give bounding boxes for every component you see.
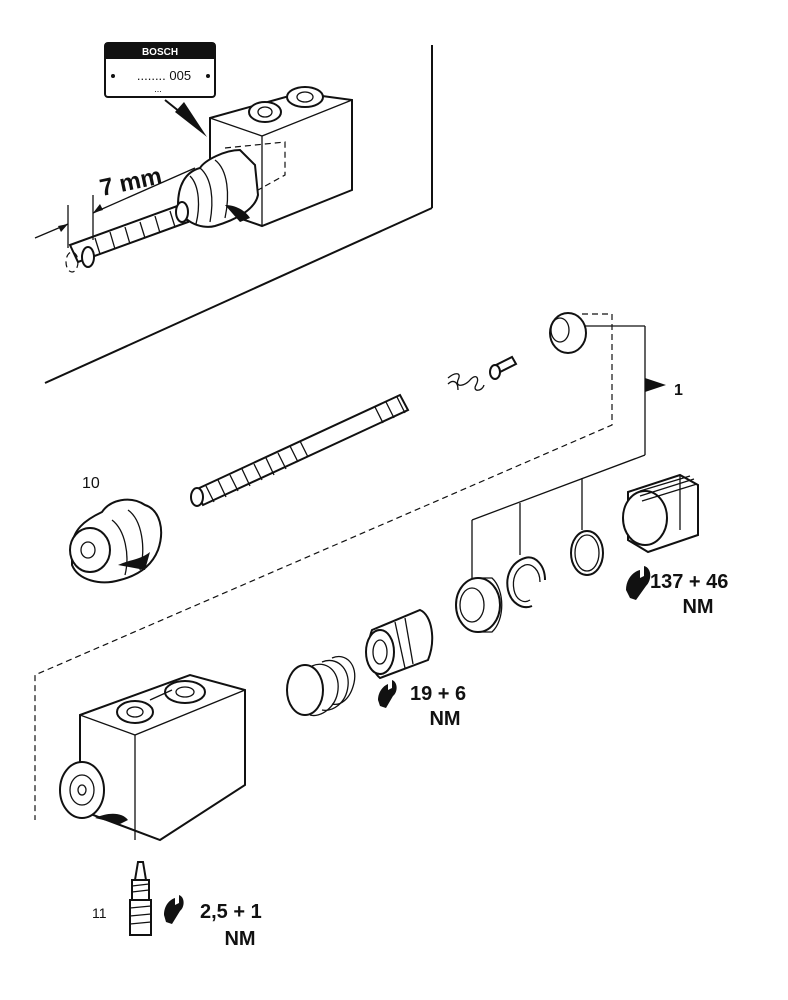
regulator-housing <box>59 673 246 842</box>
rubber-boot-part: 10 <box>69 475 163 584</box>
nameplate-sub: ... <box>154 84 162 94</box>
wrench-icon <box>378 680 397 708</box>
plug-torque-unit: NM <box>682 596 713 618</box>
kit-bracket: 1 <box>471 325 683 585</box>
kit-pointer-icon <box>645 378 666 392</box>
plug-torque-value: 137 + 46 <box>650 571 728 593</box>
bleeder-torque-value: 2,5 + 1 <box>200 901 262 923</box>
bosch-nameplate: BOSCH ........ 005 ... <box>104 42 216 98</box>
threaded-plug <box>622 473 699 554</box>
stepped-ring <box>455 577 503 633</box>
coil-spring <box>286 655 356 717</box>
arrow-icon <box>164 99 207 137</box>
sleeve-torque-value: 19 + 6 <box>410 683 466 705</box>
kit-callout: 1 <box>674 382 683 399</box>
inset-rubber-boot <box>176 148 260 228</box>
bleeder-callout: 11 <box>92 905 107 921</box>
boot-callout: 10 <box>82 475 100 492</box>
sleeve-torque-unit: NM <box>429 708 460 730</box>
inset-push-rod <box>65 201 190 273</box>
wrench-icon <box>626 566 651 600</box>
wrench-icon <box>164 895 184 924</box>
small-spring <box>447 373 485 391</box>
torque-sleeve: 19 + 6 NM <box>378 680 466 730</box>
threaded-sleeve <box>365 608 434 680</box>
torque-bleeder: 2,5 + 1 NM <box>164 895 262 950</box>
small-pin <box>489 355 518 380</box>
circlip <box>506 556 546 609</box>
inset-frame <box>44 45 433 384</box>
nameplate-brand: BOSCH <box>142 47 178 58</box>
bleeder-torque-unit: NM <box>224 928 255 950</box>
piston-rod <box>190 393 410 507</box>
nameplate-code: ........ 005 <box>137 68 191 83</box>
torque-plug: 137 + 46 NM <box>626 566 728 618</box>
o-ring <box>570 530 604 576</box>
seal-ring-small <box>549 312 587 354</box>
assembly-boundary <box>34 313 613 820</box>
bleeder-screw: 11 <box>92 861 152 936</box>
